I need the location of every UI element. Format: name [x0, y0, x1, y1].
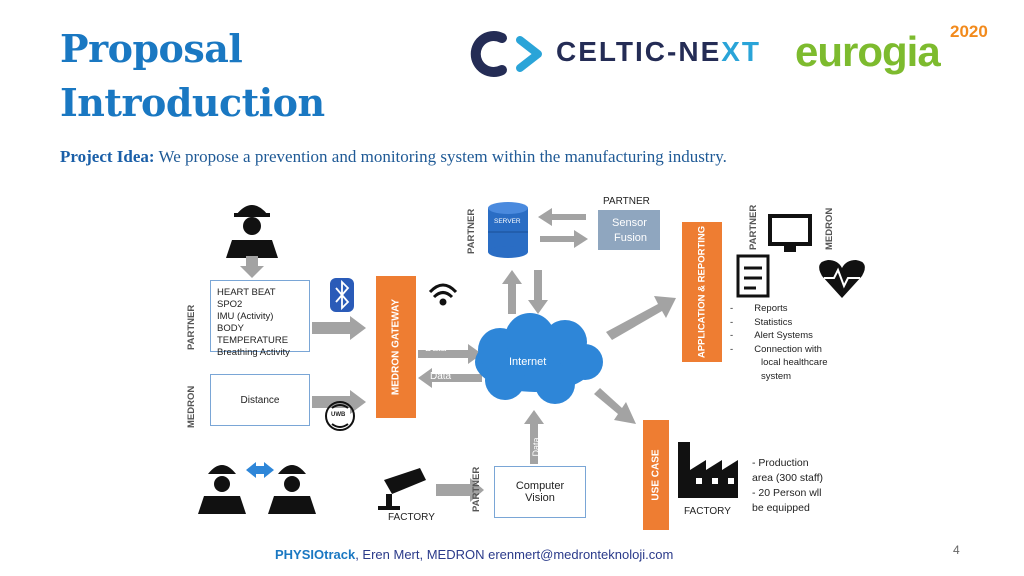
use-case-bar [643, 420, 669, 530]
app-label-wrap: APPLICATION & REPORTING [682, 222, 722, 362]
project-idea: Project Idea: We propose a prevention an… [60, 147, 727, 167]
sensor-fusion-box [598, 210, 660, 250]
factory-label-usecase: FACTORY [684, 506, 731, 517]
sensor-spo2: SPO2 [217, 299, 243, 310]
arrow-internet-server [502, 270, 522, 314]
report-item-5: local healthcare [761, 357, 828, 368]
report-item-2: Statistics [754, 316, 793, 328]
footer-text: , Eren Mert, MEDRON erenmert@medrontekno… [355, 547, 674, 562]
use-case-label: USE CASE [650, 449, 662, 501]
server-icon [488, 202, 528, 258]
camera-icon [378, 468, 426, 510]
workers-pair-icon [198, 465, 316, 514]
data-label-out: Data [425, 343, 447, 354]
arrow-camera-vision [436, 478, 484, 502]
medron-label-app: MEDRON [824, 207, 835, 250]
sensor-breathing: Breathing Activity [217, 347, 290, 358]
arrow-internet-app [606, 296, 676, 340]
gateway-bar [376, 276, 416, 418]
arrow-server-internet [528, 270, 548, 314]
gateway-label-wrap: MEDRON GATEWAY [376, 276, 416, 418]
footer-brand: PHYSIOtrack [275, 547, 356, 562]
arrow-vision-internet [524, 410, 544, 464]
data-label-vision-wrap: Data [531, 432, 541, 462]
arrow-worker-sensor [240, 256, 264, 278]
internet-label: Internet [509, 356, 547, 368]
title-line-1: Proposal [60, 26, 243, 71]
arrow-data-out [418, 344, 482, 364]
bluetooth-icon [330, 278, 354, 312]
sensor-fusion-line2: Fusion [614, 232, 648, 244]
report-item-3: Alert Systems [754, 330, 813, 341]
app-reporting-bar [682, 222, 722, 362]
eurogia-year: 2020 [950, 22, 988, 41]
report-item-4: Connection with [754, 343, 822, 355]
celtic-logo-icon [470, 31, 542, 77]
computer-vision-line2: Vision [525, 492, 555, 504]
distance-label: Distance [240, 394, 280, 406]
celtic-logo-text: CELTIC-NEXT [556, 36, 761, 68]
uwb-icon [325, 401, 355, 431]
gateway-label: MEDRON GATEWAY [390, 298, 402, 396]
sensor-body-temp: BODY TEMPERATURE [217, 323, 289, 346]
eurogia-logo: eurogia [795, 28, 941, 75]
arrow-server-fusion [540, 230, 588, 248]
monitor-icon [768, 214, 812, 252]
data-label-in: Data [430, 371, 452, 382]
computer-vision-line1: Computer [515, 480, 565, 492]
project-idea-label: Project Idea: [60, 147, 155, 166]
computer-vision-box: Computer Vision [494, 466, 586, 518]
partner-label-fusion: PARTNER [603, 196, 650, 207]
celtic-text-part1: CELTIC-NE [556, 36, 722, 67]
heart-icon [819, 260, 865, 298]
reports-list: - Reports - Statistics - Alert Systems -… [730, 303, 828, 382]
sensor-list-box: HEART BEAT SPO2 IMU (Activity) BODY TEMP… [210, 280, 310, 358]
page-title: Proposal Introduction [60, 22, 325, 130]
wifi-icon [428, 283, 458, 306]
partner-label-vision: PARTNER [471, 466, 482, 512]
partner-label-sensor: PARTNER [186, 304, 197, 350]
arrow-fusion-server [538, 208, 586, 226]
partner-label-server: PARTNER [466, 208, 477, 254]
footer: PHYSIOtrack, Eren Mert, MEDRON erenmert@… [275, 547, 673, 562]
server-label: SERVER [494, 218, 521, 225]
production-item-4: be equipped [752, 502, 810, 514]
production-list: - Production area (300 staff) - 20 Perso… [752, 456, 823, 516]
worker-icon [226, 205, 278, 258]
production-item-1: - Production [752, 457, 809, 469]
arrow-sensor-gateway [312, 316, 366, 340]
page-number: 4 [953, 543, 960, 557]
distance-box: Distance [210, 374, 310, 426]
project-idea-text: We propose a prevention and monitoring s… [154, 147, 727, 166]
medron-label-distance: MEDRON [186, 385, 197, 428]
production-item-3: - 20 Person wll [752, 487, 822, 499]
celtic-text-part2: XT [721, 36, 762, 67]
internet-cloud [475, 313, 603, 404]
arrow-internet-usecase [594, 388, 636, 424]
arrow-data-in [418, 368, 482, 388]
sensor-fusion-line1: Sensor [612, 217, 647, 229]
proximity-arrow-icon [246, 462, 274, 478]
uwb-label: UWB [331, 412, 346, 418]
factory-icon [678, 442, 738, 498]
sensor-imu: IMU (Activity) [217, 311, 274, 322]
usecase-label-wrap: USE CASE [643, 420, 669, 530]
sensor-heart-beat: HEART BEAT [217, 287, 276, 298]
production-item-2: area (300 staff) [752, 472, 824, 484]
report-item-1: Reports [754, 303, 788, 314]
data-label-vision: Data [531, 437, 541, 457]
clipboard-icon [736, 254, 770, 298]
partner-label-app: PARTNER [748, 204, 759, 250]
app-reporting-label: APPLICATION & REPORTING [696, 225, 708, 359]
report-item-6: system [761, 370, 792, 382]
title-line-2: Introduction [60, 80, 325, 125]
factory-label-camera: FACTORY [388, 512, 435, 523]
